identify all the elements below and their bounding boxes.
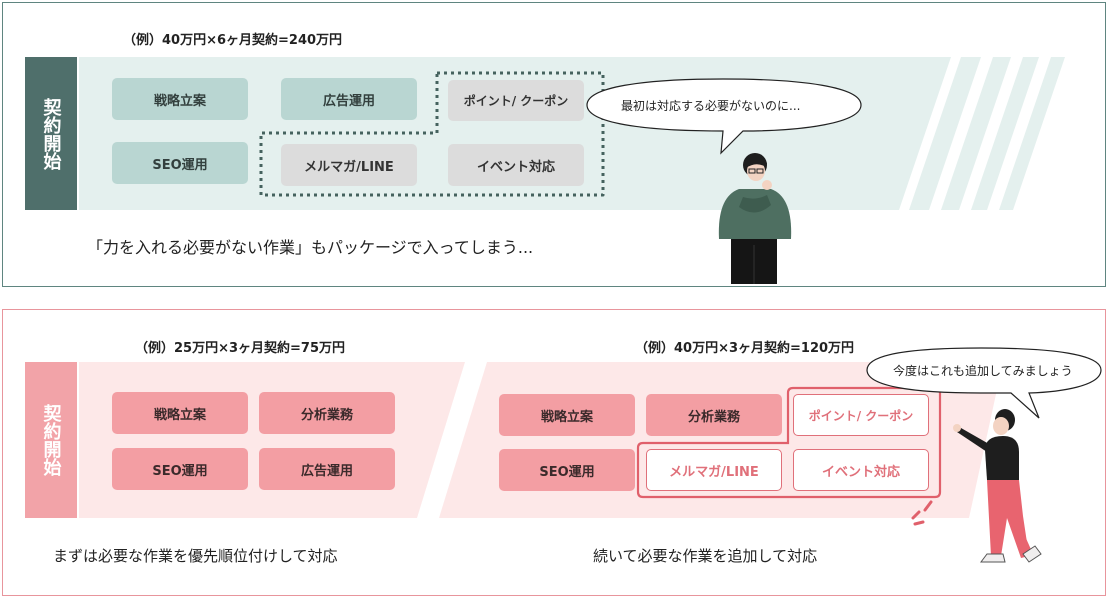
bottom-left-task-analysis: 分析業務 (259, 392, 395, 434)
bottom-left-example-price: （例）25万円×3ヶ月契約=75万円 (135, 341, 346, 356)
top-caption: 「力を入れる必要がない作業」もパッケージで入ってしまう... (87, 238, 534, 257)
bottom-right-task-analysis: 分析業務 (646, 394, 782, 436)
bottom-right-task-strategy: 戦略立案 (499, 394, 635, 436)
bottom-left-task-strategy: 戦略立案 (112, 392, 248, 434)
top-task-ads: 広告運用 (281, 78, 417, 120)
bottom-right-example-price: （例）40万円×3ヶ月契約=120万円 (635, 341, 855, 356)
bottom-contract-start-label: 契約開始 (25, 362, 77, 518)
top-task-points: ポイント/ クーポン (448, 80, 584, 121)
top-bubble-text: 最初は対応する必要がないのに... (621, 99, 801, 113)
bottom-bubble-text: 今度はこれも追加してみましょう (893, 364, 1073, 378)
unneeded-tasks-outline (259, 71, 605, 197)
thinking-man-illustration (718, 153, 792, 284)
bottom-right-task-event: イベント対応 (793, 449, 929, 491)
bottom-right-task-mailmag: メルマガ/LINE (646, 449, 782, 491)
top-task-seo: SEO運用 (112, 142, 248, 184)
bottom-left-task-seo: SEO運用 (112, 448, 248, 490)
top-task-strategy: 戦略立案 (112, 78, 248, 120)
top-example-price: （例）40万円×6ヶ月契約=240万円 (123, 33, 343, 48)
pointing-man-illustration (953, 409, 1042, 563)
top-contract-start-label: 契約開始 (25, 57, 77, 210)
bottom-panel: （例）25万円×3ヶ月契約=75万円 （例）40万円×3ヶ月契約=120万円 契… (2, 309, 1106, 596)
bottom-speech-bubble (866, 347, 1102, 419)
top-task-mailmag: メルマガ/LINE (281, 144, 417, 186)
bottom-right-caption: 続いて必要な作業を追加して対応 (593, 547, 818, 565)
bottom-right-task-seo: SEO運用 (499, 449, 635, 491)
bottom-left-caption: まずは必要な作業を優先順位付けして対応 (53, 547, 338, 565)
emphasis-marks-icon (911, 500, 933, 526)
bottom-right-task-points: ポイント/ クーポン (793, 394, 929, 436)
top-panel: （例）40万円×6ヶ月契約=240万円 契約開始 戦略立案 広告運用 ポイント/… (2, 2, 1106, 287)
top-task-event: イベント対応 (448, 144, 584, 186)
top-speech-bubble (586, 78, 862, 155)
bottom-left-task-ads: 広告運用 (259, 448, 395, 490)
